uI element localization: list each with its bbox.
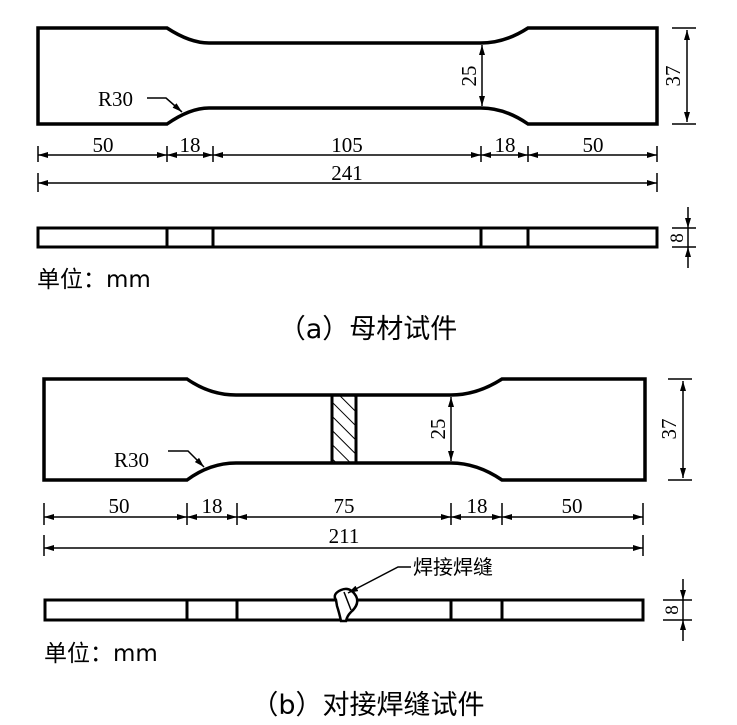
weld-label: 焊接焊缝 — [413, 555, 493, 579]
r30-label-a: R30 — [98, 87, 133, 111]
specimen-a-outline — [36, 26, 659, 126]
segment-dims-b — [43, 503, 644, 525]
total-length-dim-b — [43, 535, 644, 556]
thickness-dim-b — [663, 579, 692, 641]
dim-label-a-grip-left: 50 — [93, 133, 114, 157]
dim-label-b-grip-left: 50 — [109, 494, 130, 518]
dim-label-a-trans-left: 18 — [180, 133, 201, 157]
dim-label-b-trans-right: 18 — [467, 494, 488, 518]
weld-leader — [347, 566, 411, 594]
r30-leader-b — [168, 450, 205, 468]
gauge-width-label-b: 25 — [426, 419, 450, 440]
dim-label-a-grip-right: 50 — [583, 133, 604, 157]
unit-label-b: 单位：mm — [44, 641, 158, 667]
thickness-label-a: 8 — [667, 233, 688, 243]
thickness-dim-a — [672, 207, 696, 268]
caption-b: （b）对接焊缝试件 — [251, 690, 484, 721]
dim-label-a-gauge: 105 — [331, 133, 363, 157]
r30-leader-a — [147, 97, 183, 113]
total-length-label-a: 241 — [331, 161, 363, 185]
caption-a: （a）母材试件 — [279, 314, 458, 345]
segment-dims-a — [37, 146, 658, 162]
r30-label-b: R30 — [114, 448, 149, 472]
weld-bead-line — [343, 591, 352, 611]
dim-label-b-gauge: 75 — [334, 494, 355, 518]
weld-bead-side — [333, 587, 359, 623]
panel-a: R30 25 37 50 18 105 18 50 — [36, 26, 696, 345]
dim-label-b-grip-right: 50 — [562, 494, 583, 518]
specimen-b-outline — [42, 377, 647, 482]
dim-label-a-trans-right: 18 — [495, 133, 516, 157]
total-length-label-b: 211 — [329, 524, 360, 548]
grip-width-label-b: 37 — [657, 419, 681, 440]
weld-zone-plan — [330, 393, 358, 465]
thickness-label-b: 8 — [662, 605, 683, 615]
grip-width-label-a: 37 — [661, 66, 685, 87]
gauge-width-label-a: 25 — [457, 66, 481, 87]
unit-label-a: 单位：mm — [37, 267, 151, 293]
dim-label-b-trans-left: 18 — [202, 494, 223, 518]
panel-b: R30 25 37 50 18 75 18 50 — [42, 377, 692, 721]
side-view-a — [36, 226, 659, 249]
total-length-dim-a — [37, 173, 658, 192]
